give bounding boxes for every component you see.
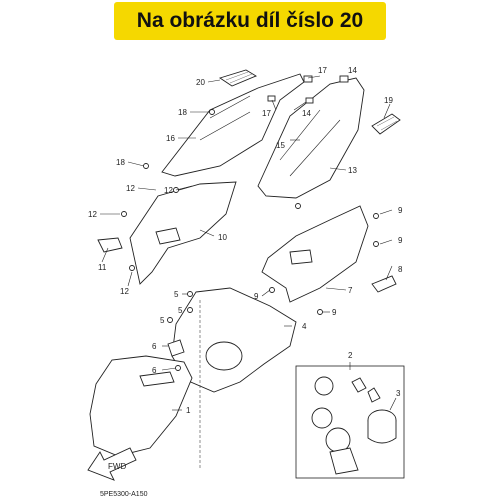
callout-12: 12	[164, 186, 173, 195]
callout-12: 12	[126, 184, 135, 193]
callout-9: 9	[332, 308, 337, 317]
callout-18: 18	[178, 108, 187, 117]
callout-2: 2	[348, 351, 353, 360]
callout-14: 14	[302, 109, 311, 118]
title-text: Na obrázku díl číslo 20	[136, 9, 364, 32]
fwd-label: FWD	[108, 462, 126, 471]
leader-lines	[100, 75, 397, 411]
callout-4: 4	[302, 322, 307, 331]
callout-9: 9	[398, 236, 403, 245]
parts-diagram: FWD 5PE5300-A150 20 18 16 17 17 14 14 15…	[87, 66, 405, 498]
callout-11: 11	[98, 263, 107, 272]
fwd-arrow-icon	[87, 447, 137, 481]
callout-20: 20	[196, 78, 205, 87]
callout-10: 10	[218, 233, 227, 242]
callout-5: 5	[160, 316, 165, 325]
callout-16: 16	[166, 134, 175, 143]
callout-5: 5	[178, 306, 183, 315]
part-20-decal	[218, 69, 257, 87]
callout-17: 17	[318, 66, 327, 75]
callout-12: 12	[120, 287, 129, 296]
callout-1: 1	[186, 406, 191, 415]
callout-13: 13	[348, 166, 357, 175]
part-7-side-cover	[261, 205, 369, 303]
callout-3: 3	[396, 389, 401, 398]
callout-6: 6	[152, 366, 157, 375]
part-10-side-cover	[129, 181, 237, 285]
callout-19: 19	[384, 96, 393, 105]
part-2-lock-set	[295, 365, 405, 479]
part-3-cylinder	[367, 409, 397, 444]
callout-7: 7	[348, 286, 353, 295]
part-8-piece	[371, 275, 397, 293]
callout-5: 5	[174, 290, 179, 299]
callout-15: 15	[276, 141, 285, 150]
title-banner: Na obrázku díl číslo 20	[114, 2, 386, 40]
callout-8: 8	[398, 265, 403, 274]
bolts	[121, 109, 379, 371]
part-4-inner-cover	[171, 287, 297, 470]
part-11-piece	[97, 237, 123, 253]
clips-17-14	[267, 75, 349, 104]
callout-17: 17	[262, 109, 271, 118]
callout-6: 6	[152, 342, 157, 351]
part-19-decal	[371, 113, 401, 135]
callout-9: 9	[254, 292, 259, 301]
callout-labels: 20 18 16 17 17 14 14 15 19 13 18 12 12 1…	[88, 66, 403, 415]
callout-12: 12	[88, 210, 97, 219]
diagram-code: 5PE5300-A150	[100, 491, 148, 498]
part-1-lower-panel	[89, 355, 193, 457]
callout-18: 18	[116, 158, 125, 167]
callout-14: 14	[348, 66, 357, 75]
part-6-piece	[167, 339, 185, 357]
callout-9: 9	[398, 206, 403, 215]
